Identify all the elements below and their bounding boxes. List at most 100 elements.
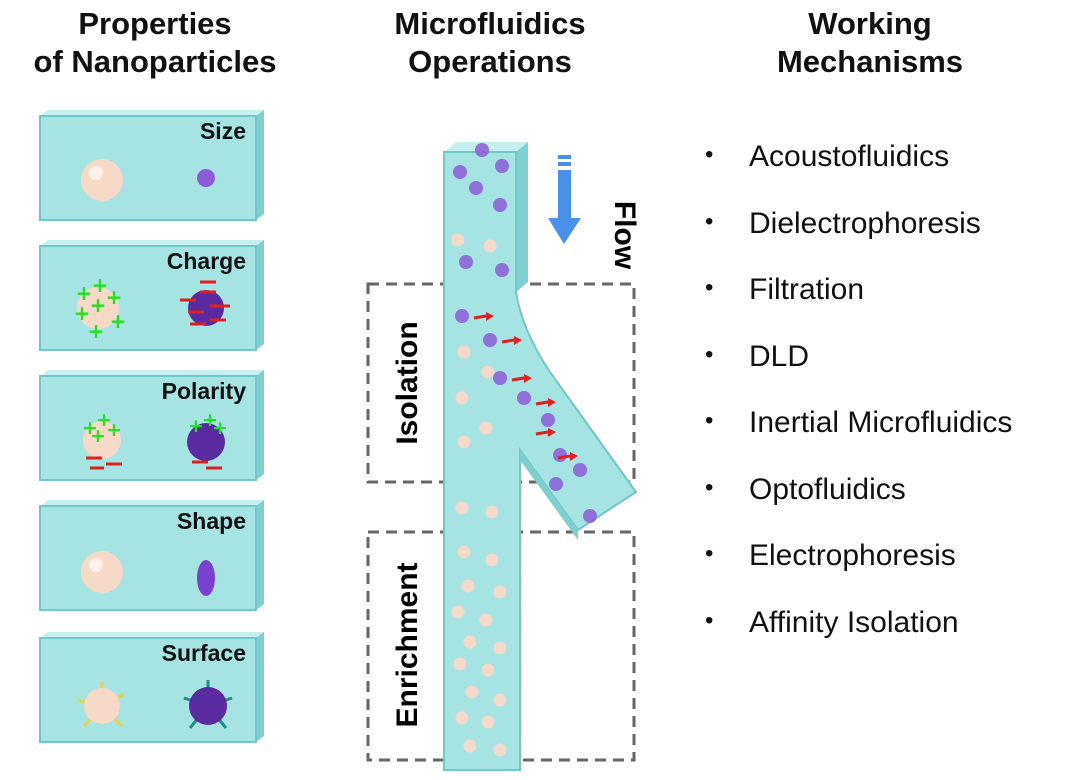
large-particle bbox=[453, 657, 467, 671]
large-particle bbox=[455, 391, 469, 405]
bullet-icon: • bbox=[705, 274, 714, 301]
positive-charge-icon: +++ ++++ bbox=[74, 273, 127, 343]
separation-force-arrows bbox=[473, 312, 578, 461]
force-arrow-icon bbox=[511, 374, 532, 383]
property-card-charge: +++ ++++ Charge bbox=[39, 240, 264, 351]
bullet-icon: • bbox=[705, 141, 714, 168]
svg-text:+: + bbox=[110, 309, 127, 333]
isolation-label: Isolation bbox=[391, 321, 424, 444]
svg-text:+: + bbox=[90, 293, 107, 317]
properties-title-line2: of Nanoparticles bbox=[33, 44, 277, 79]
small-particle bbox=[493, 371, 507, 385]
enrichment-label: Enrichment bbox=[391, 562, 424, 727]
small-particle bbox=[553, 448, 567, 462]
mechanism-item: • Dielectrophoresis bbox=[705, 207, 1012, 274]
force-arrow-icon bbox=[535, 398, 556, 407]
svg-text:+: + bbox=[76, 281, 93, 305]
small-particle bbox=[495, 263, 509, 277]
polarized-large-particle-icon bbox=[83, 421, 121, 459]
property-card-surface: Surface bbox=[39, 632, 264, 743]
small-particle bbox=[455, 309, 469, 323]
property-label-shape: Shape bbox=[176, 508, 246, 534]
elongated-particle-icon bbox=[197, 560, 215, 596]
mechanisms-list: • Acoustofluidics • Dielectrophoresis • Filtr… bbox=[705, 140, 1012, 672]
bullet-icon: • bbox=[705, 473, 714, 501]
large-particle bbox=[483, 239, 497, 253]
y-shaped-channel bbox=[443, 151, 638, 771]
small-particle bbox=[459, 255, 473, 269]
flow-label: Flow bbox=[608, 201, 641, 270]
large-particle bbox=[481, 663, 495, 677]
large-particle bbox=[481, 365, 495, 379]
property-label-surface: Surface bbox=[161, 640, 246, 666]
mechanism-item: •Inertial Microfluidics bbox=[705, 406, 1012, 473]
svg-text:+: + bbox=[82, 417, 98, 439]
mechanism-label: Optofluidics bbox=[749, 472, 906, 506]
operations-title-line2: Operations bbox=[408, 44, 572, 79]
small-particle bbox=[453, 165, 467, 179]
mechanisms-column-title: Working Mechanisms bbox=[735, 5, 1005, 81]
svg-text:+: + bbox=[106, 285, 123, 309]
large-particle bbox=[485, 505, 499, 519]
mechanism-label: Inertial Microfluidics bbox=[749, 406, 1013, 439]
large-particle bbox=[493, 693, 507, 707]
svg-text:+: + bbox=[88, 319, 105, 343]
negative-charge-icon bbox=[180, 280, 230, 326]
small-particle bbox=[573, 463, 587, 477]
svg-text:+: + bbox=[106, 419, 122, 441]
small-particle bbox=[493, 198, 507, 212]
force-arrow-icon bbox=[557, 452, 578, 461]
small-particle bbox=[517, 391, 531, 405]
properties-title-line1: Properties bbox=[78, 6, 232, 41]
mechanism-item: • Acoustofluidics bbox=[705, 140, 1012, 207]
force-arrow-icon bbox=[473, 312, 494, 321]
large-particle bbox=[479, 613, 493, 627]
large-particle bbox=[465, 685, 479, 699]
negative-charged-particle-icon bbox=[188, 290, 224, 326]
surface-illustration bbox=[39, 632, 264, 743]
mechanism-item: • Filtration bbox=[705, 273, 1012, 340]
small-particle bbox=[469, 181, 483, 195]
small-particle bbox=[583, 509, 597, 523]
small-particle bbox=[541, 413, 555, 427]
large-particle bbox=[479, 421, 493, 435]
property-card-polarity: ++++ +++ Polarity bbox=[39, 370, 264, 481]
mechanism-label: DLD bbox=[749, 339, 810, 373]
mechanism-label: Electrophoresis bbox=[749, 539, 956, 572]
mechanism-label: Acoustofluidics bbox=[749, 140, 950, 173]
small-particle bbox=[495, 159, 509, 173]
large-particle bbox=[455, 711, 469, 725]
polarity-illustration: ++++ +++ bbox=[39, 370, 264, 481]
large-particle bbox=[457, 435, 471, 449]
property-label-size: Size bbox=[199, 118, 246, 144]
shape-illustration bbox=[39, 500, 264, 611]
large-particle bbox=[457, 545, 471, 559]
properties-column-title: Properties of Nanoparticles bbox=[20, 5, 290, 81]
large-particle bbox=[493, 585, 507, 599]
large-particle bbox=[493, 641, 507, 655]
mechanism-label: Affinity Isolation bbox=[749, 605, 959, 639]
bullet-icon: • bbox=[705, 340, 714, 368]
svg-text:+: + bbox=[96, 409, 112, 431]
operations-column-title: Microfluidics Operations bbox=[355, 5, 625, 81]
property-label-polarity: Polarity bbox=[161, 378, 246, 404]
large-particle bbox=[493, 743, 507, 757]
mechanism-item: • DLD bbox=[705, 340, 1012, 407]
functionalized-small-particle-icon bbox=[189, 687, 227, 725]
large-particle bbox=[455, 501, 469, 515]
large-particle bbox=[481, 715, 495, 729]
mechanism-label: Dielectrophoresis bbox=[749, 206, 981, 240]
large-particle bbox=[451, 233, 465, 247]
mechanism-label: Filtration bbox=[749, 273, 865, 306]
force-arrow-icon bbox=[501, 336, 522, 345]
mechanisms-title-line1: Working bbox=[808, 6, 932, 41]
large-particle bbox=[457, 345, 471, 359]
mechanisms-title-line2: Mechanisms bbox=[776, 44, 964, 79]
svg-text:+: + bbox=[92, 273, 109, 297]
small-particle bbox=[549, 477, 563, 491]
flow-arrow-icon bbox=[548, 155, 581, 244]
bullet-icon: • bbox=[705, 207, 714, 235]
charge-illustration: +++ ++++ bbox=[39, 240, 264, 351]
svg-text:+: + bbox=[74, 301, 91, 325]
